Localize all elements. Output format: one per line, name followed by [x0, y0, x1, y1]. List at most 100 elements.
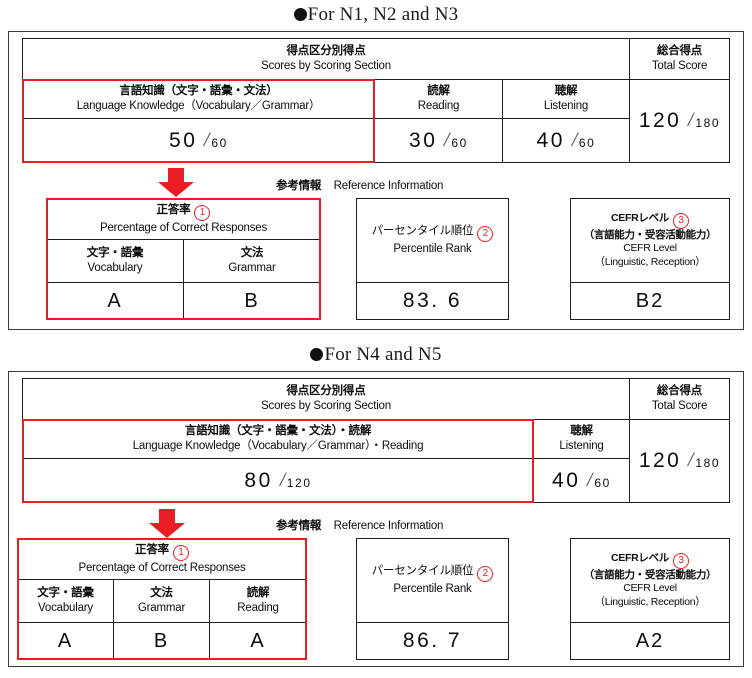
section-score-language-knowledge-n1: 50 60: [22, 118, 375, 163]
percentile-title-jp-text: パーセンタイル順位: [371, 225, 474, 238]
cefr-title-en-sub: （Linguistic, Reception）: [594, 595, 706, 608]
marker-1-icon: 1: [172, 544, 189, 561]
cefr-title-jp-text: CEFRレベル: [611, 211, 669, 224]
total-score-group: 120 180: [639, 109, 720, 133]
bullet-icon: [293, 8, 307, 21]
cefr-value-n1: B2: [570, 282, 730, 320]
correct-responses-title-en: Percentage of Correct Responses: [99, 221, 268, 234]
section-header-listening-n1: 聴解 Listening: [502, 79, 630, 119]
fraction-slash-icon: [581, 473, 594, 487]
marker-2-icon: 2: [477, 226, 494, 243]
marker-2-icon: 2: [477, 566, 494, 583]
score-value-group: 80 120: [244, 469, 311, 493]
section-label-jp: 聴解: [570, 425, 593, 438]
score-value: 30: [409, 128, 438, 152]
col-label-en: Vocabulary: [87, 261, 143, 274]
marker-3-icon: 3: [672, 212, 689, 229]
section-label-jp: 言語知識（文字・語彙・文法）: [119, 85, 278, 98]
grade-value: A: [57, 629, 74, 652]
percentile-value: 86. 7: [402, 629, 463, 652]
fraction-slash-icon: [438, 133, 451, 147]
correct-responses-grade-reading-n4: A: [209, 622, 307, 660]
col-label-en: Vocabulary: [38, 601, 93, 614]
fraction-slash-icon: [198, 133, 211, 147]
correct-responses-title-jp-text: 正答率: [135, 543, 169, 556]
section-label-jp: 聴解: [554, 85, 578, 98]
scores-by-section-header-en: Scores by Scoring Section: [261, 59, 391, 72]
correct-responses-col-header-grammar-n1: 文法 Grammar: [183, 239, 321, 283]
total-score-header-en: Total Score: [651, 399, 708, 412]
col-label-en: Reading: [237, 601, 279, 614]
percentile-title-en: Percentile Rank: [393, 583, 472, 596]
correct-responses-col-header-vocabulary-n4: 文字・語彙 Vocabulary: [17, 579, 114, 623]
section-score-reading-n1: 30 60: [374, 118, 503, 163]
percentile-value-n1: 83. 6: [356, 282, 509, 320]
fraction-slash-icon: [566, 133, 579, 147]
score-value-group: 30 60: [409, 129, 468, 153]
col-label-jp: 文字・語彙: [86, 247, 144, 260]
scores-by-section-header-jp: 得点区分別得点: [286, 385, 366, 398]
correct-responses-grade-grammar-n1: B: [183, 282, 321, 320]
section-header-language-knowledge-reading-n4: 言語知識（文字・語彙・文法）・読解 Language Knowledge（Voc…: [22, 419, 534, 459]
reference-information-label-n4: 参考情報 Reference Information: [276, 516, 443, 534]
panel-title-n4-n5: For N4 and N5: [0, 344, 752, 366]
cefr-level-value: B2: [635, 289, 665, 312]
panel-title-text: For N4 and N5: [324, 344, 442, 365]
percentile-value-n4: 86. 7: [356, 622, 509, 660]
correct-responses-grade-vocabulary-n1: A: [46, 282, 184, 320]
reference-label-jp: 参考情報: [276, 520, 322, 532]
scores-by-section-header-jp: 得点区分別得点: [286, 45, 366, 58]
reference-label-en: Reference Information: [333, 520, 444, 532]
marker-1-icon: 1: [194, 204, 211, 221]
section-label-en: Language Knowledge（Vocabulary／Grammar）・R…: [132, 439, 424, 452]
score-value: 50: [169, 128, 198, 152]
score-value-group: 50 60: [169, 129, 228, 153]
cefr-level-value: A2: [635, 629, 665, 652]
cefr-title-en: CEFR Level: [623, 582, 677, 595]
grade-value: B: [153, 629, 170, 652]
section-label-jp: 言語知識（文字・語彙・文法）・読解: [184, 425, 372, 438]
col-label-jp: 文法: [240, 247, 264, 260]
down-arrow-icon: [149, 509, 185, 538]
score-max: 60: [451, 135, 468, 150]
total-score-max: 180: [695, 456, 721, 470]
bullet-icon: [310, 348, 324, 361]
cefr-title-jp-sub: （言語能力・受容活動能力）: [583, 568, 717, 581]
total-score-group: 120 180: [639, 449, 720, 473]
reference-label-en: Reference Information: [333, 180, 444, 192]
scores-by-section-header-en: Scores by Scoring Section: [261, 399, 391, 412]
reference-information-label-n1: 参考情報 Reference Information: [276, 176, 443, 194]
section-score-listening-n4: 40 60: [533, 458, 630, 503]
cefr-title-en-sub: （Linguistic, Reception）: [594, 255, 706, 268]
grade-value: A: [107, 289, 123, 312]
correct-responses-grade-vocabulary-n4: A: [17, 622, 114, 660]
section-header-reading-n1: 読解 Reading: [374, 79, 503, 119]
percentile-title-jp-text: パーセンタイル順位: [371, 565, 474, 578]
percentile-title-en: Percentile Rank: [393, 243, 472, 256]
total-score-header-jp: 総合得点: [656, 45, 703, 58]
correct-responses-title-jp-text: 正答率: [156, 203, 191, 216]
total-score-header-n1: 総合得点 Total Score: [629, 38, 730, 80]
total-score-value: 120: [638, 109, 682, 132]
grade-value: B: [244, 289, 260, 312]
total-score-header-n4: 総合得点 Total Score: [629, 378, 730, 420]
total-score-header-jp: 総合得点: [656, 385, 703, 398]
col-label-jp: 文字・語彙: [37, 587, 94, 600]
correct-responses-col-header-vocabulary-n1: 文字・語彙 Vocabulary: [46, 239, 184, 283]
total-score-max: 180: [695, 116, 721, 130]
total-score-value-n4: 120 180: [629, 419, 730, 503]
marker-3-icon: 3: [672, 552, 689, 569]
section-label-en: Language Knowledge（Vocabulary／Grammar）: [76, 99, 321, 112]
col-label-jp: 読解: [246, 587, 270, 600]
score-value: 40: [536, 128, 565, 152]
section-label-en: Reading: [417, 99, 460, 112]
score-max: 120: [286, 475, 312, 490]
